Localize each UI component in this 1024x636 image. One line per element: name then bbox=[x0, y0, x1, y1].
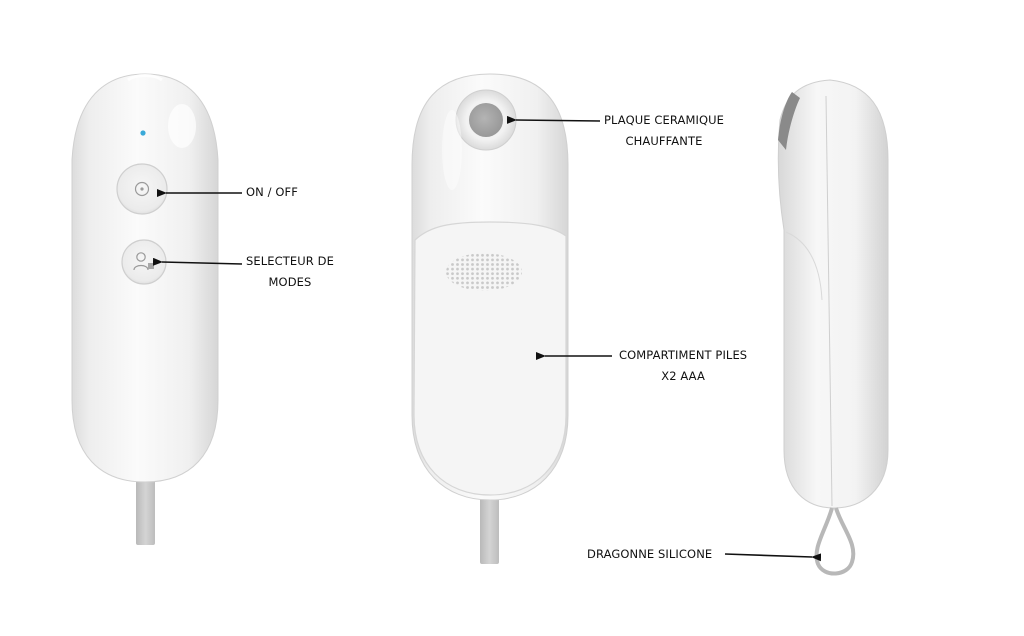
label-battery-compartment-line-1: COMPARTIMENT PILES bbox=[619, 348, 748, 362]
label-wrist-strap-line-1: DRAGONNE SILICONE bbox=[587, 547, 713, 561]
side-device-body bbox=[777, 79, 889, 509]
status-led bbox=[140, 130, 146, 136]
power-button[interactable] bbox=[116, 163, 168, 215]
label-ceramic-plate-line-1: PLAQUE CERAMIQUE bbox=[604, 113, 724, 127]
power-icon bbox=[134, 181, 150, 197]
back-view bbox=[411, 73, 569, 564]
label-battery-compartment: COMPARTIMENT PILES X2 AAA bbox=[619, 345, 747, 387]
ceramic-heating-plate bbox=[455, 89, 517, 151]
callout-arrows bbox=[152, 115, 822, 562]
label-wrist-strap: DRAGONNE SILICONE bbox=[587, 544, 712, 565]
back-strap bbox=[480, 492, 499, 564]
mode-selector-button[interactable] bbox=[121, 239, 167, 285]
wrist-strap bbox=[814, 507, 856, 576]
arrow-mode-selector bbox=[152, 257, 243, 266]
side-view bbox=[777, 79, 889, 576]
label-ceramic-plate-line-2: CHAUFFANTE bbox=[625, 134, 703, 148]
user-profile-icon bbox=[133, 252, 154, 271]
label-mode-selector: SELECTEUR DE MODES bbox=[246, 251, 334, 293]
grip-texture bbox=[446, 253, 522, 291]
front-strap bbox=[136, 470, 155, 545]
label-mode-selector-line-1: SELECTEUR DE bbox=[246, 254, 334, 268]
front-view bbox=[71, 73, 219, 545]
label-on-off: ON / OFF bbox=[246, 182, 298, 203]
label-mode-selector-line-2: MODES bbox=[268, 275, 312, 289]
arrow-ceramic-plate bbox=[506, 115, 601, 124]
label-ceramic-plate: PLAQUE CERAMIQUE CHAUFFANTE bbox=[604, 110, 724, 152]
arrow-wrist-strap bbox=[724, 553, 822, 562]
label-on-off-line-1: ON / OFF bbox=[246, 185, 298, 199]
label-battery-compartment-line-2: X2 AAA bbox=[661, 369, 705, 383]
battery-compartment[interactable] bbox=[413, 221, 567, 496]
